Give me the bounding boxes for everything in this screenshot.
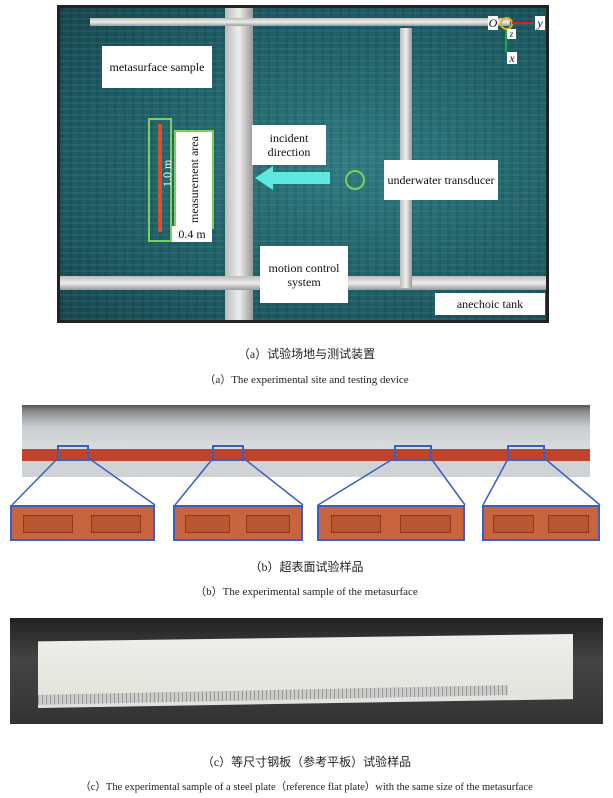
detail-inset-3	[317, 505, 465, 541]
label-underwater-transducer: underwater transducer	[384, 160, 498, 200]
caption-c-en: （c）The experimental sample of a steel pl…	[80, 782, 533, 793]
transducer-marker	[345, 170, 365, 190]
label-incident-direction: incident direction	[252, 125, 326, 165]
caption-c-cn: （c）等尺寸钢板（参考平板）试验样品	[201, 755, 412, 769]
experimental-site-photo: metasurface sample 1.0 m measurement are…	[57, 5, 549, 323]
caption-b-cn: （b）超表面试验样品	[249, 560, 364, 574]
detail-inset-2	[173, 505, 303, 541]
measurement-area-outline	[148, 118, 172, 242]
axis-z-label: z	[507, 29, 516, 39]
detail-box-4	[507, 445, 545, 461]
incident-arrow-icon	[255, 166, 330, 190]
steel-plate-photo	[10, 618, 603, 724]
label-metasurface-sample: metasurface sample	[102, 46, 212, 88]
label-anechoic-tank: anechoic tank	[435, 293, 545, 315]
frame-post	[400, 28, 412, 288]
y-axis-arrow-icon	[512, 22, 534, 24]
gantry-rail	[225, 8, 253, 320]
detail-inset-1	[10, 505, 155, 541]
caption-a-en: （a）The experimental site and testing dev…	[204, 374, 409, 386]
x-axis-arrow-icon	[505, 30, 507, 52]
label-motion-control-system: motion control system	[260, 246, 348, 303]
label-width: 0.4 m	[172, 226, 212, 242]
zoom-connector-lines	[11, 456, 601, 506]
axis-origin-label: O	[488, 16, 498, 30]
detail-box-2	[212, 445, 244, 461]
caption-a-cn: （a）试验场地与测试装置	[237, 347, 376, 361]
caption-b-en: （b）The experimental sample of the metasu…	[195, 586, 418, 598]
detail-box-1	[57, 445, 89, 461]
label-measurement-area: measurement area	[174, 130, 214, 229]
frame-top	[90, 18, 510, 26]
detail-box-3	[394, 445, 432, 461]
metasurface-sample-photo	[22, 405, 590, 477]
detail-inset-4	[482, 505, 600, 541]
axis-y-label: y	[535, 16, 545, 30]
axis-x-label: x	[507, 51, 517, 65]
label-length: 1.0 m	[160, 159, 174, 187]
